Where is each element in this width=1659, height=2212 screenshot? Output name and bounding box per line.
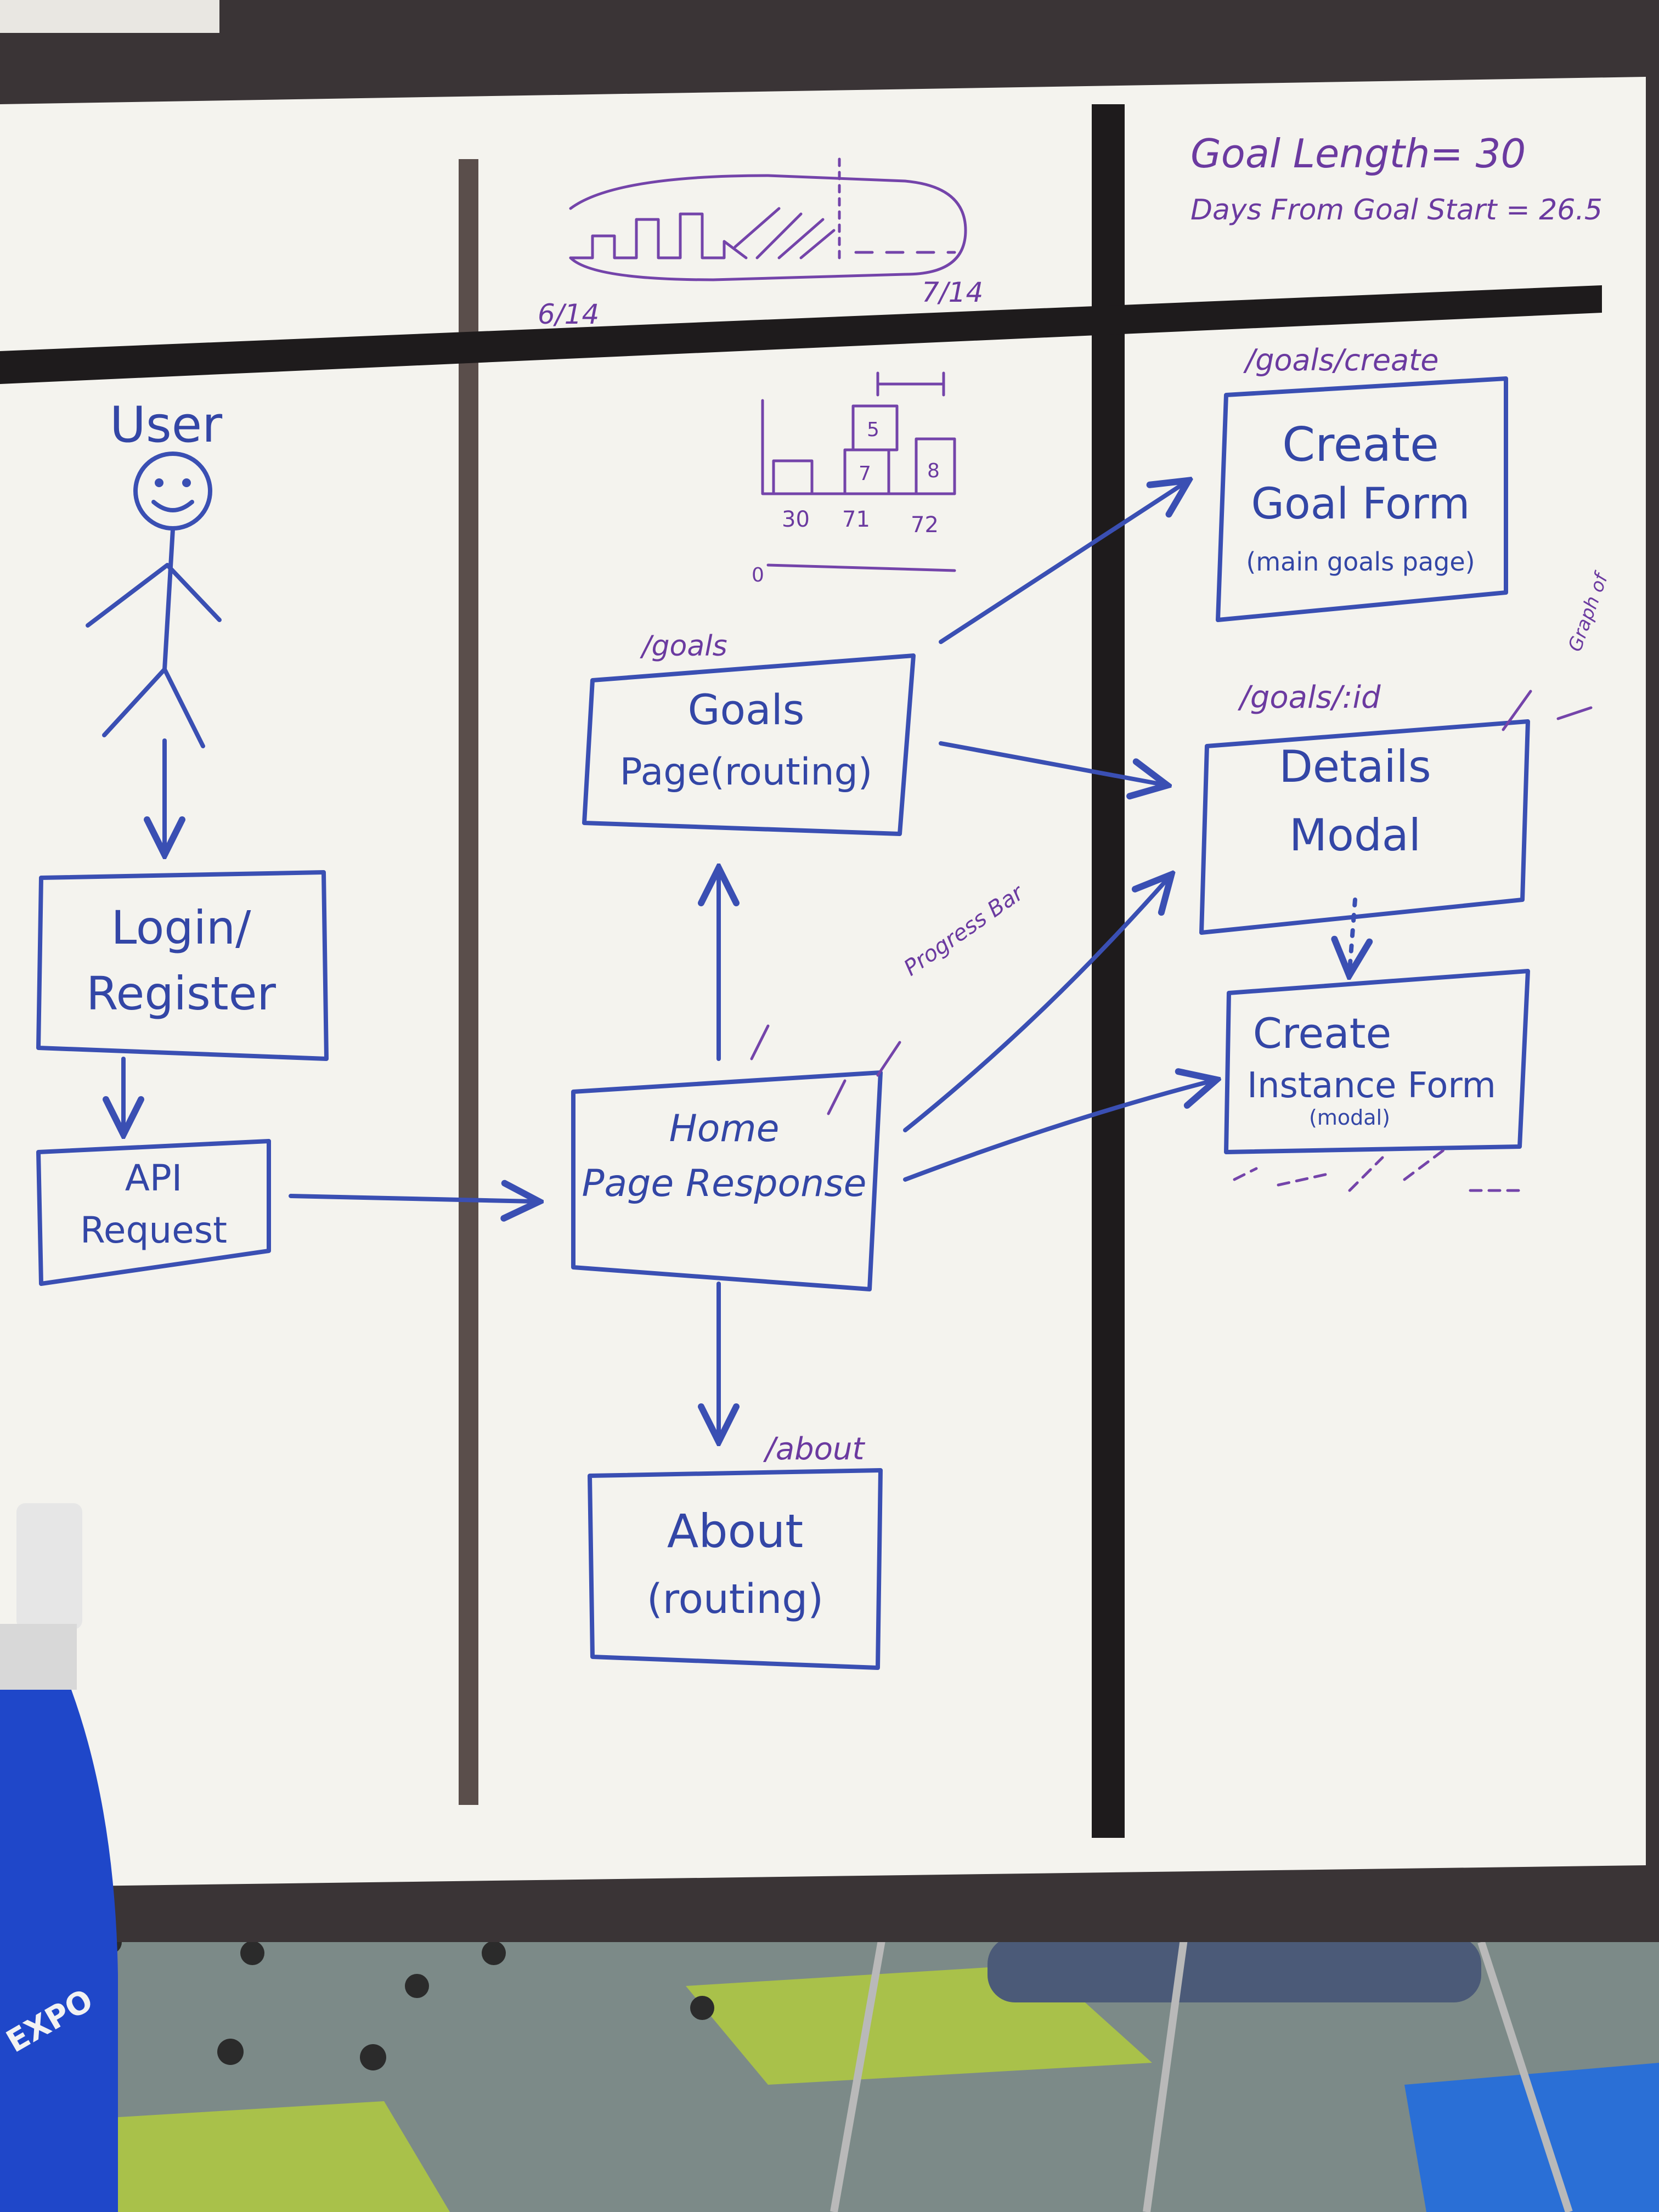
create-goal-label: Create <box>1282 417 1439 472</box>
caster <box>690 1996 714 2020</box>
create-goal-box <box>1216 376 1508 622</box>
arrow-details-to-create-instance <box>1350 898 1355 971</box>
api-label: API <box>125 1157 182 1199</box>
login-label: Login/ <box>111 901 252 955</box>
api-box <box>36 1139 271 1286</box>
details-label: Details <box>1279 741 1431 792</box>
tape-dividers <box>0 104 1602 1838</box>
timeline-bars <box>569 212 748 259</box>
about-box <box>588 1468 883 1670</box>
home-label: Home <box>669 1107 780 1150</box>
goals-routing-label: Page(routing) <box>620 751 873 794</box>
erased-scribble <box>1233 1145 1527 1192</box>
about-route: /about <box>763 1431 865 1467</box>
caster <box>482 1941 506 1965</box>
goals-id-route: /goals/:id <box>1237 680 1381 715</box>
caster <box>217 2039 244 2065</box>
mini-chart-axes <box>761 399 956 495</box>
mini-bar-label: 5 <box>867 419 879 441</box>
timeline-hatching <box>733 207 836 259</box>
carpet-blue-tile <box>1404 2063 1659 2212</box>
register-label: Register <box>86 967 276 1020</box>
arrow-home-to-details <box>903 878 1169 1132</box>
easel-leg-left <box>830 1930 887 2212</box>
tape-horizontal <box>0 285 1602 384</box>
graph-note-marks <box>1502 690 1593 731</box>
create-instance-label: Create <box>1253 1009 1392 1058</box>
caster <box>240 1941 264 1965</box>
timeline-end-label: 7/14 <box>922 276 983 308</box>
node-home: Home Page Response <box>571 1070 883 1291</box>
user-label: User <box>110 396 222 454</box>
bottle-trigger <box>16 1503 82 1629</box>
ceiling-light <box>0 0 219 33</box>
mini-bar-label: 7 <box>859 462 871 485</box>
node-api: API Request <box>36 1139 271 1286</box>
user-body <box>86 527 222 748</box>
whiteboard-surface <box>0 77 1646 1887</box>
tape-vertical-right <box>1092 104 1125 1838</box>
instance-form-label: Instance Form <box>1247 1065 1496 1106</box>
timeline-start-label: 6/14 <box>538 298 599 330</box>
bottle-neck <box>0 1624 77 1690</box>
node-login: Login/ Register <box>36 870 329 1061</box>
mini-x-label: 30 <box>782 507 810 532</box>
caster <box>405 1974 429 1998</box>
node-create-instance: Create Instance Form (modal) <box>1224 969 1530 1192</box>
arrow-goals-to-create-goal <box>939 483 1185 644</box>
create-instance-box <box>1224 969 1530 1154</box>
home-box <box>571 1070 883 1291</box>
days-from-start-stat: Days From Goal Start = 26.5 <box>1190 194 1602 227</box>
goals-create-route: /goals/create <box>1243 343 1439 377</box>
arrow-api-to-home <box>289 1196 535 1201</box>
modal-sub-label: (modal) <box>1309 1105 1390 1130</box>
carpet-green-tile-2 <box>82 2101 450 2212</box>
user-eye <box>182 478 191 487</box>
mini-bar <box>915 437 956 495</box>
mini-bar <box>851 404 899 452</box>
modal-label: Modal <box>1289 810 1421 861</box>
progress-bar-marks <box>750 1024 901 1115</box>
caster <box>360 2044 386 2070</box>
goal-length-stat: Goal Length= 30 <box>1190 131 1526 177</box>
spray-bottle: EXPO <box>0 1503 118 2212</box>
details-box <box>1199 719 1530 935</box>
timeline-bubble <box>569 174 967 281</box>
goals-route: /goals <box>640 630 727 663</box>
user-eye <box>155 478 163 487</box>
mini-bar-label: 8 <box>927 460 940 482</box>
goals-box <box>582 653 916 836</box>
tape-vertical-left <box>459 159 478 1805</box>
goal-stats: Goal Length= 30 Days From Goal Start = 2… <box>1190 131 1602 227</box>
node-goals: /goals Goals Page(routing) <box>582 630 916 836</box>
node-about: /about About (routing) <box>588 1431 883 1670</box>
arrow-home-to-create-instance <box>903 1081 1212 1182</box>
main-goals-page-label: (main goals page) <box>1246 547 1475 577</box>
timeline-sketch: 6/14 7/14 <box>538 157 983 330</box>
easel-leg-right <box>1477 1940 1573 2212</box>
goals-label: Goals <box>688 685 805 734</box>
page-response-label: Page Response <box>582 1162 867 1205</box>
arrow-goals-to-details <box>939 741 1163 785</box>
chair-seat <box>988 1937 1481 2002</box>
mini-x-label: 72 <box>911 512 939 538</box>
goal-form-label: Goal Form <box>1251 479 1470 529</box>
bottle-body <box>0 1690 118 2212</box>
mini-chart-span <box>876 371 945 397</box>
user-smile <box>151 500 194 512</box>
mini-x-label: 71 <box>842 507 870 532</box>
user-actor: User <box>86 396 222 748</box>
about-routing-label: (routing) <box>647 1576 823 1623</box>
mini-chart-sketch: 30 71 72 5 7 8 0 <box>752 371 956 586</box>
easel-leg-mid <box>1143 1931 1189 2212</box>
mini-origin-label: 0 <box>752 564 764 586</box>
login-box <box>36 870 329 1061</box>
mini-chart-arrow <box>766 563 956 572</box>
request-label: Request <box>80 1209 227 1251</box>
node-create-goal: /goals/create Create Goal Form (main goa… <box>1216 343 1508 622</box>
mini-bar <box>772 459 814 495</box>
about-label: About <box>667 1504 803 1558</box>
